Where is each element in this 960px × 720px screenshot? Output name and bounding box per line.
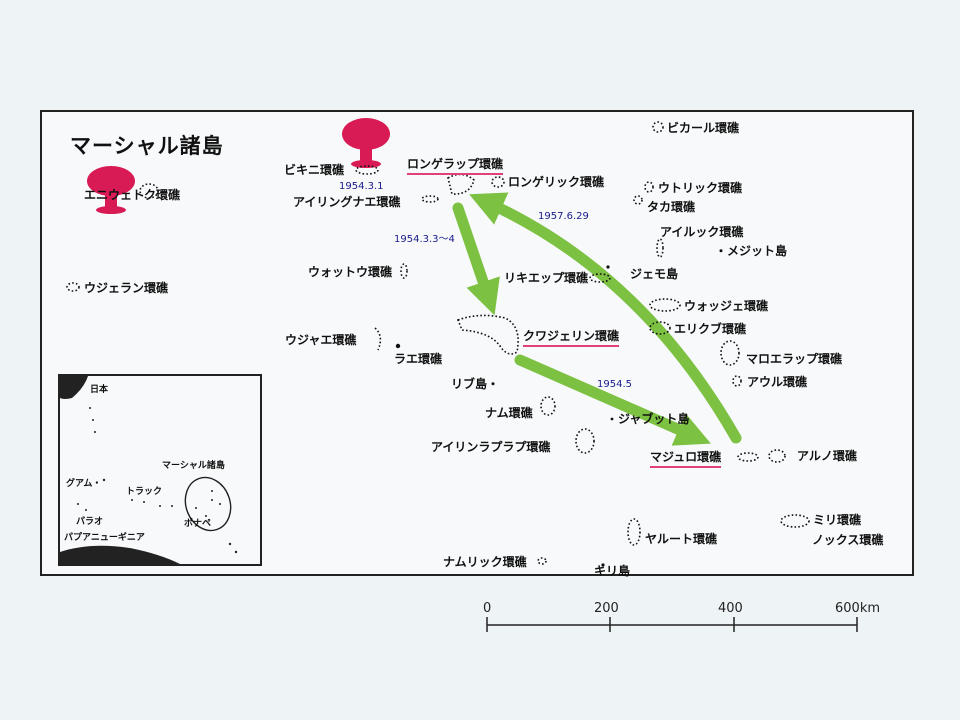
inset-label-japan: 日本	[90, 385, 109, 395]
label-mili: ミリ環礁	[813, 513, 862, 527]
label-erikub: エリクブ環礁	[674, 322, 747, 336]
atoll-erikub	[649, 321, 671, 335]
label-lae: ラエ環礁	[394, 352, 443, 366]
atoll-enewetak	[139, 183, 159, 199]
label-mejit: ・メジット島	[715, 244, 788, 258]
inset-japan-landmass	[60, 376, 88, 399]
atoll-arno	[768, 449, 786, 463]
label-jaluit: ヤルート環礁	[645, 532, 718, 546]
atoll-mili	[780, 514, 810, 528]
label-majuro: マジュロ環礁	[650, 451, 722, 468]
atoll-utirik	[644, 181, 654, 193]
label-jemo: ジェモ島	[630, 267, 679, 281]
inset-marshall-outline	[184, 476, 232, 532]
atoll-namu	[540, 396, 556, 416]
atoll-rongerik	[491, 176, 505, 188]
label-arno: アルノ環礁	[797, 449, 857, 463]
scale-tick-0: 0	[483, 601, 492, 616]
atoll-wotje	[649, 298, 681, 312]
evacuation-arrows	[452, 192, 742, 446]
atoll-namorik	[537, 557, 547, 565]
atoll-kwajalein	[456, 314, 519, 355]
label-rongelap: ロンゲラップ環礁	[407, 158, 504, 175]
label-namorik: ナムリック環礁	[443, 555, 527, 569]
arrow-rongelap-to-kwajalein	[452, 202, 500, 316]
inset-label-pohnpei: ポナペ	[184, 519, 212, 529]
label-jabwot: ジャブット島	[618, 412, 690, 426]
atoll-ujelang	[66, 282, 80, 292]
label-namu: ナム環礁	[485, 406, 533, 420]
label-ujelang: ウジェラン環礁	[84, 281, 169, 295]
atoll-ujae	[374, 327, 382, 351]
scale-bar	[486, 617, 858, 632]
date-bikini-test: 1954.3.1	[339, 181, 384, 192]
inset-png-landmass	[60, 545, 180, 564]
atoll-likiep	[589, 273, 611, 283]
inset-graphics	[60, 376, 238, 564]
label-kwajalein: クワジェリン環礁	[523, 330, 620, 347]
label-enewetak: エニウェトク環礁	[84, 188, 181, 202]
atoll-jaluit	[627, 518, 641, 546]
mushroom-cloud-icon	[87, 166, 135, 214]
date-evacuation: 1954.3.3〜4	[394, 234, 455, 245]
atoll-ailuk	[656, 238, 664, 258]
label-aur: アウル環礁	[747, 375, 808, 389]
atoll-ailinglaplap	[575, 428, 595, 454]
label-taka: タカ環礁	[647, 200, 696, 214]
inset-map: 日本 マーシャル諸島 グアム・ トラック パラオ ポナペ パプアニューギニア	[58, 374, 262, 566]
atoll-aur	[732, 375, 742, 387]
label-kili: キリ島	[594, 564, 631, 578]
atoll-majuro	[737, 452, 759, 462]
scale-tick-400: 400	[718, 601, 743, 616]
atoll-ailinginae	[421, 195, 439, 203]
label-ailuk: アイルック環礁	[660, 225, 744, 239]
atoll-bikini	[355, 165, 379, 175]
label-wotho: ウォットウ環礁	[308, 265, 393, 279]
label-ailinginae: アイリングナエ環礁	[293, 195, 401, 209]
inset-label-guam: グアム・	[66, 479, 102, 489]
date-return: 1957.6.29	[538, 211, 589, 222]
scale-tick-600km: 600km	[835, 601, 881, 616]
label-knox: ノックス環礁	[812, 533, 884, 547]
label-bikini: ビキニ環礁	[284, 163, 345, 177]
label-rongerik: ロンゲリック環礁	[508, 175, 605, 189]
label-bikar: ビカール環礁	[667, 121, 740, 135]
atoll-maloelap	[720, 340, 740, 366]
inset-label-marshall: マーシャル諸島	[162, 461, 225, 471]
arrow-kwajalein-to-majuro	[514, 354, 711, 446]
map-title: マーシャル諸島	[70, 134, 224, 158]
mushroom-cloud-icon	[342, 118, 390, 168]
date-relocation: 1954.5	[597, 379, 632, 390]
atoll-wotho	[400, 263, 408, 279]
inset-label-truk: トラック	[126, 487, 163, 497]
label-lib: リブ島・	[451, 377, 500, 391]
scale-tick-200: 200	[594, 601, 619, 616]
inset-label-png: パプアニューギニア	[64, 533, 145, 543]
atoll-taka	[633, 195, 643, 205]
label-ujae: ウジャエ環礁	[285, 333, 357, 347]
label-utirik: ウトリック環礁	[658, 181, 743, 195]
label-likiep: リキエップ環礁	[504, 271, 589, 285]
arrow-majuro-to-rongelap	[469, 192, 742, 444]
island-dots	[395, 265, 614, 567]
label-maloelap: マロエラップ環礁	[746, 352, 843, 366]
label-wotje: ウォッジェ環礁	[684, 299, 769, 313]
atoll-bikar	[652, 121, 664, 133]
atoll-rongelap	[447, 173, 475, 195]
inset-label-palau: パラオ	[76, 517, 104, 527]
label-ailinglaplap: アイリンラプラプ環礁	[431, 440, 551, 454]
